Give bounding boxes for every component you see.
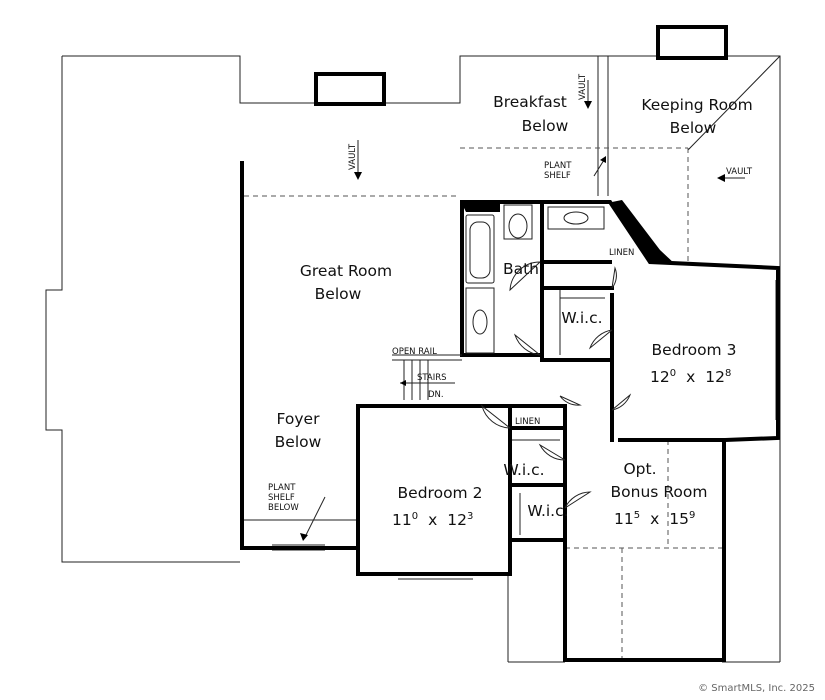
vault-arrows [300,80,745,541]
breakfast-label: Breakfast [493,93,567,111]
bonus-room-label: Bonus Room [611,483,708,501]
chimney-left [314,72,386,106]
wic-label-2: W.i.c. [503,461,544,479]
open-rail-note: OPEN RAIL [392,347,437,357]
vault-note-breakfast: VAULT [578,73,588,100]
wall-fill-right [612,200,676,265]
wic-label-3: W.i.c. [527,502,568,520]
bath-label: Bath [503,260,539,278]
copyright-credit: © SmartMLS, Inc. 2025 [698,683,815,694]
foyer-sub-label: Below [275,433,322,451]
dashed-lines [244,147,722,662]
door-swings [481,261,632,535]
outline-lines [45,55,781,663]
great-room-sub-label: Below [315,285,362,303]
plant-shelf-below-line3: BELOW [268,503,299,513]
bedroom3-label: Bedroom 3 [652,341,737,359]
great-room-label: Great Room [300,262,392,280]
vault-note-keeping: VAULT [726,167,753,177]
chimney-right [656,25,728,60]
plant-shelf-below-line2: SHELF [268,493,295,503]
wic-label-1: W.i.c. [561,309,602,327]
breakfast-sub-label: Below [522,117,569,135]
stairs [392,354,462,400]
plant-shelf-note-line2: SHELF [544,171,571,181]
wall-fill-left [460,200,500,212]
linen-note-upper: LINEN [609,248,634,258]
linen-note-lower: LINEN [515,417,540,427]
plant-shelf-below-line1: PLANT [268,483,296,493]
plant-shelf-note-line1: PLANT [544,161,572,171]
bonus-opt-label: Opt. [623,460,656,478]
down-note: DN. [428,390,444,400]
keeping-room-label: Keeping Room [641,96,752,114]
stairs-note: STAIRS [417,373,447,383]
vault-note-great-room: VAULT [348,143,358,170]
walls [240,161,780,662]
foyer-label: Foyer [277,410,321,428]
keeping-room-sub-label: Below [670,119,717,137]
bedroom2-label: Bedroom 2 [398,484,483,502]
bath-fixtures [465,204,605,354]
